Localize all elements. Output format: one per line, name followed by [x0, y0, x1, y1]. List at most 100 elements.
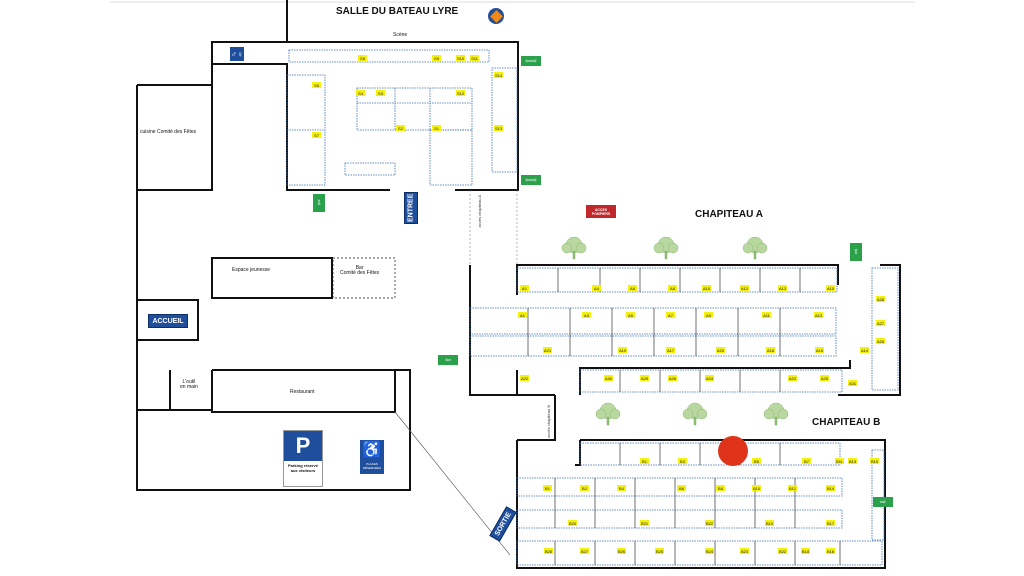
- stand-tag: A4: [592, 285, 601, 291]
- stand-tag: A7: [666, 312, 675, 318]
- stand-tag: A5: [626, 312, 635, 318]
- restaurant-label: Restaurant: [290, 389, 315, 395]
- stand-tag: S12: [456, 90, 465, 96]
- chapiteau-b-title: CHAPITEAU B: [812, 417, 881, 428]
- stand-tag: A13: [778, 285, 787, 291]
- page-title: SALLE DU BATEAU LYRE: [336, 6, 459, 17]
- stand-tag: A31: [848, 380, 857, 386]
- stand-tag: A9: [704, 312, 713, 318]
- stand-tag: A24: [705, 375, 714, 381]
- stand-tag: A28: [876, 296, 885, 302]
- stand-tag: B3: [678, 458, 687, 464]
- stand-tag: S13: [494, 125, 503, 131]
- bar-label: Bar Comité des Fêtes: [340, 265, 380, 276]
- stand-tag: B23: [740, 548, 749, 554]
- stand-tag: B28: [544, 548, 553, 554]
- stand-tag: B16: [826, 548, 835, 554]
- handicap-caption: PLACES RÉSERVÉES: [362, 462, 382, 470]
- stand-tag: B15: [870, 458, 879, 464]
- outil-label: L'outil en main: [180, 379, 198, 390]
- stand-tag: A3: [582, 312, 591, 318]
- stand-tag: A19: [618, 347, 627, 353]
- espace-jeunesse-label: Espace jeunesse: [232, 267, 271, 273]
- stand-tag: S7: [312, 132, 321, 138]
- stand-tag: A25: [820, 375, 829, 381]
- stand-tag: B26: [617, 548, 626, 554]
- stand-tag: A1: [520, 285, 529, 291]
- stand-tag: B2: [580, 485, 589, 491]
- stand-tag: A10: [702, 285, 711, 291]
- parking-sign: P Parking réservé aux visiteurs: [283, 430, 323, 487]
- stand-tag: B24: [705, 548, 714, 554]
- stand-tag: A22: [520, 375, 529, 381]
- stand-tag: A17: [666, 347, 675, 353]
- stand-tag: B21: [640, 520, 649, 526]
- stand-tag: B1: [640, 458, 649, 464]
- stand-tag: B20: [568, 520, 577, 526]
- exit-sign-icon: ⇨: [873, 497, 893, 507]
- stand-tag: B22: [778, 548, 787, 554]
- stand-tag: A29: [640, 375, 649, 381]
- stand-tag: B17: [826, 520, 835, 526]
- scene-label: Scène: [393, 32, 408, 38]
- civil-protection-logo-icon: [488, 8, 504, 24]
- stand-tag: B4: [617, 485, 626, 491]
- stand-tag: B7: [802, 458, 811, 464]
- stand-tag: A8: [668, 285, 677, 291]
- stand-tag: S6: [312, 82, 321, 88]
- stand-tag: A11: [762, 312, 771, 318]
- stand-tag: B12: [788, 485, 797, 491]
- stand-tag: S8: [358, 55, 367, 61]
- stand-tag: S2: [396, 125, 405, 131]
- stand-tag: S11: [470, 55, 479, 61]
- stand-tag: A27: [876, 320, 885, 326]
- stand-tag: S3: [376, 90, 385, 96]
- stand-tag: A21: [543, 347, 552, 353]
- stand-tag: A15: [826, 285, 835, 291]
- stand-tag: B13: [848, 458, 857, 464]
- stand-tag: A23: [788, 375, 797, 381]
- parking-symbol: P: [284, 431, 322, 461]
- stand-tag: B6: [677, 485, 686, 491]
- stand-tag: B25: [655, 548, 664, 554]
- stand-tag: S4: [356, 90, 365, 96]
- stand-tag: A13: [814, 312, 823, 318]
- handicap-sign: ♿ PLACES RÉSERVÉES: [360, 440, 384, 474]
- stand-tag: A6: [628, 285, 637, 291]
- stand-tag: A16: [815, 347, 824, 353]
- chapiteau-a-title: CHAPITEAU A: [695, 209, 763, 220]
- stand-tag: S9: [432, 55, 441, 61]
- stand-tag: B18: [801, 548, 810, 554]
- stand-tag: A14: [860, 347, 869, 353]
- stand-tag: B27: [580, 548, 589, 554]
- wheelchair-icon: ♿: [362, 442, 382, 459]
- exit-sign-icon: ⇩: [313, 194, 325, 212]
- stand-tag: S14: [494, 72, 503, 78]
- stand-tag: B8: [716, 485, 725, 491]
- stand-tag: S10: [456, 55, 465, 61]
- stand-tag: A26: [668, 375, 677, 381]
- parking-caption: Parking réservé aux visiteurs: [287, 463, 319, 473]
- exit-sign-icon: ⇦⇨: [521, 56, 541, 66]
- stand-tag: A1: [518, 312, 527, 318]
- toilet-icon: ♂♀: [230, 47, 244, 61]
- stand-tag: B22: [705, 520, 714, 526]
- exit-sign-icon: ⇧: [850, 243, 862, 261]
- exit-sign-icon: ⇦⇨: [521, 175, 541, 185]
- stand-tag: B10: [752, 485, 761, 491]
- stand-tag: B19: [765, 520, 774, 526]
- stand-tag: B14: [826, 485, 835, 491]
- stand-tag: B11: [835, 458, 844, 464]
- location-marker: [718, 436, 748, 466]
- cuisine-label: cuisine Comité des Fêtes: [140, 129, 197, 135]
- accueil-badge: ACCUEIL: [148, 314, 188, 328]
- stand-tag: A20: [716, 347, 725, 353]
- stand-tag: A30: [604, 375, 613, 381]
- exit-sign-icon: ⇦: [438, 355, 458, 365]
- stand-tag: S1: [432, 125, 441, 131]
- stand-tag: B1: [543, 485, 552, 491]
- stand-tag: A12: [740, 285, 749, 291]
